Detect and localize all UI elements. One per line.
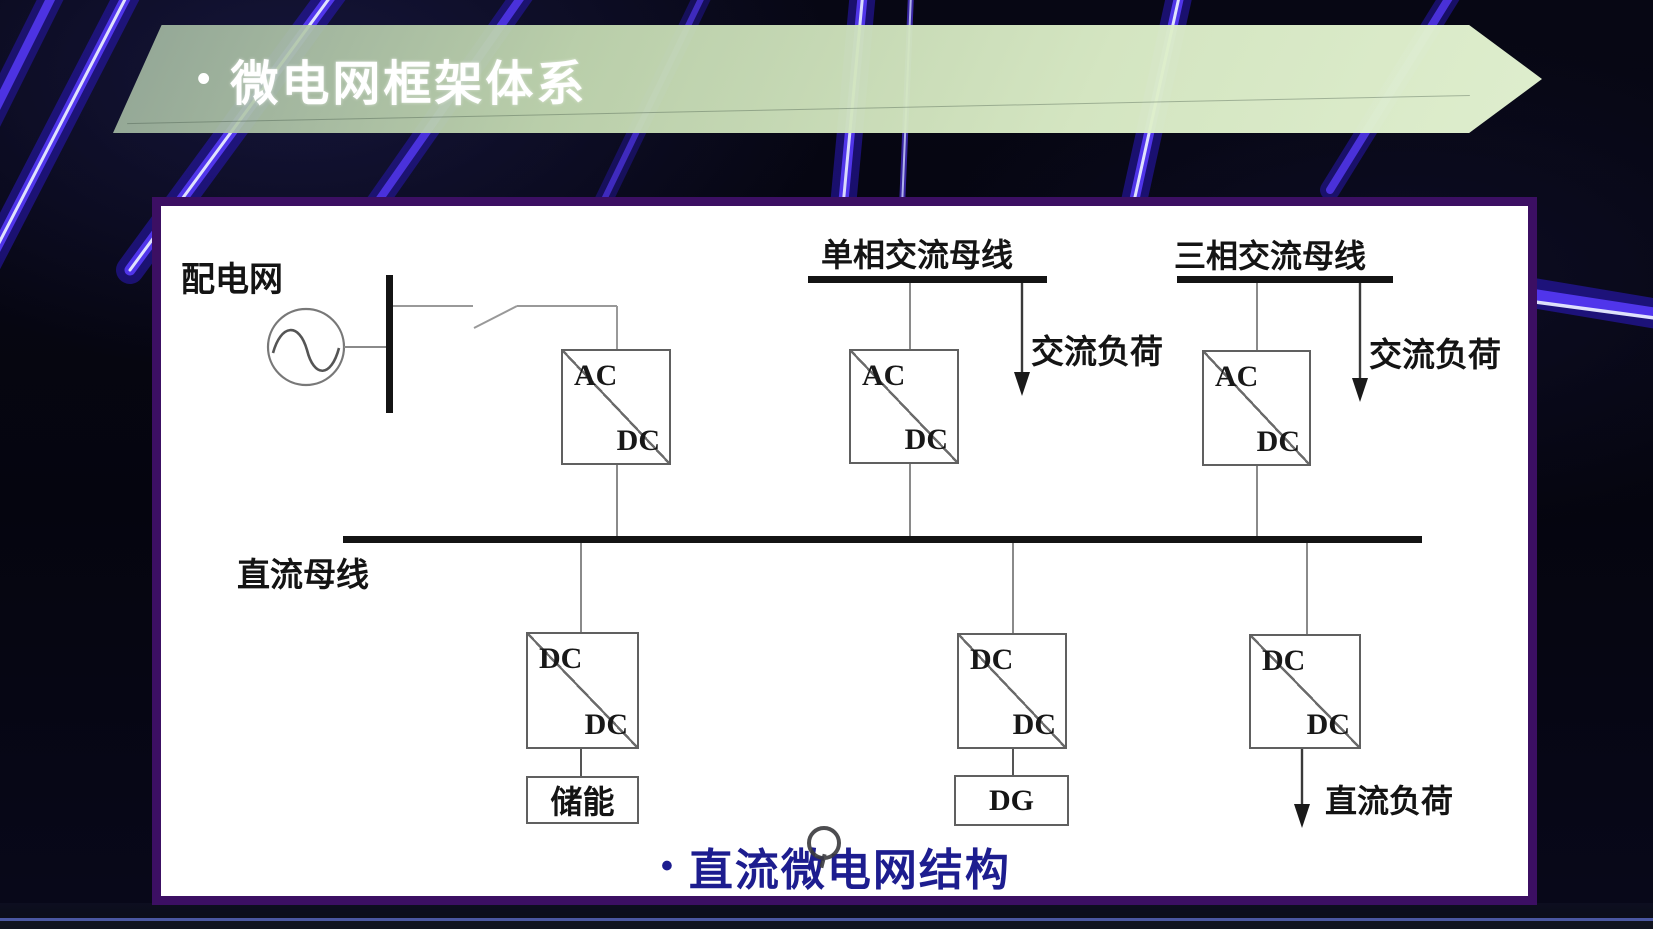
ac-load-arrow-2 [1352, 378, 1368, 402]
ac-load-arrow-1 [1014, 372, 1030, 396]
dc-load-arrow [1294, 804, 1310, 828]
dg-box: DG [954, 775, 1069, 826]
converter-bottom-label: DC [904, 423, 948, 456]
converter-top-label: AC [862, 359, 906, 392]
converter-box-dcdc-2: DC DC [957, 633, 1067, 749]
dc-bus-label: 直流母线 [237, 556, 369, 593]
ac-load-label-1: 交流负荷 [1031, 333, 1163, 370]
laser-beam [0, 0, 64, 127]
converter-top-label: DC [1262, 644, 1306, 677]
dc-busbar [343, 536, 1422, 543]
caption-text: 直流微电网结构 [688, 846, 1011, 895]
floor-edge-line [0, 918, 1653, 929]
storage-box: 储能 [526, 776, 639, 824]
converter-box-dcdc-1: DC DC [526, 632, 639, 749]
storage-label: 储能 [550, 784, 615, 820]
utility-busbar [386, 275, 393, 413]
laser-beam [0, 0, 140, 270]
three-phase-ac-busbar [1177, 276, 1393, 283]
converter-bottom-label: DC [616, 424, 660, 457]
laser-beam [1500, 275, 1653, 329]
dc-microgrid-diagram: 配电网 单相交流母线 三相交流母线 交流负荷 交流负荷 直流母线 直流负荷 AC… [161, 206, 1528, 896]
converter-bottom-label: DC [1012, 708, 1056, 741]
dg-label: DG [989, 783, 1034, 817]
converter-top-label: DC [970, 643, 1014, 676]
title-banner: • 微电网框架体系 [113, 25, 1542, 133]
converter-bottom-label: DC [1256, 425, 1300, 458]
caption-bullet: • [661, 846, 673, 885]
converter-bottom-label: DC [1306, 708, 1350, 741]
converter-box-acdc-2: AC DC [849, 349, 959, 464]
magnifier-cursor-icon [807, 826, 841, 860]
diagram-wires [266, 275, 1422, 828]
converter-box-dcdc-3: DC DC [1249, 634, 1361, 749]
three-phase-ac-bus-label: 三相交流母线 [1174, 238, 1367, 274]
single-phase-ac-busbar [808, 276, 1047, 283]
sine-wave-icon [271, 328, 341, 372]
converter-top-label: AC [574, 359, 618, 392]
single-phase-ac-bus-label: 单相交流母线 [821, 237, 1014, 273]
diagram-caption: • 直流微电网结构 [661, 834, 1011, 898]
title-bullet: • [197, 57, 211, 100]
converter-bottom-label: DC [584, 708, 628, 741]
converter-box-acdc-3: AC DC [1202, 350, 1311, 466]
dc-load-label: 直流负荷 [1325, 783, 1454, 819]
converter-box-acdc-1: AC DC [561, 349, 671, 465]
converter-top-label: AC [1215, 360, 1259, 393]
grid-label: 配电网 [181, 261, 283, 299]
converter-top-label: DC [539, 642, 583, 675]
desk-shadow [0, 903, 1653, 918]
disconnect-switch [473, 305, 518, 329]
ac-load-label-2: 交流负荷 [1369, 336, 1501, 373]
page-title: 微电网框架体系 [230, 58, 588, 111]
diagram-panel: 配电网 单相交流母线 三相交流母线 交流负荷 交流负荷 直流母线 直流负荷 AC… [152, 197, 1537, 905]
